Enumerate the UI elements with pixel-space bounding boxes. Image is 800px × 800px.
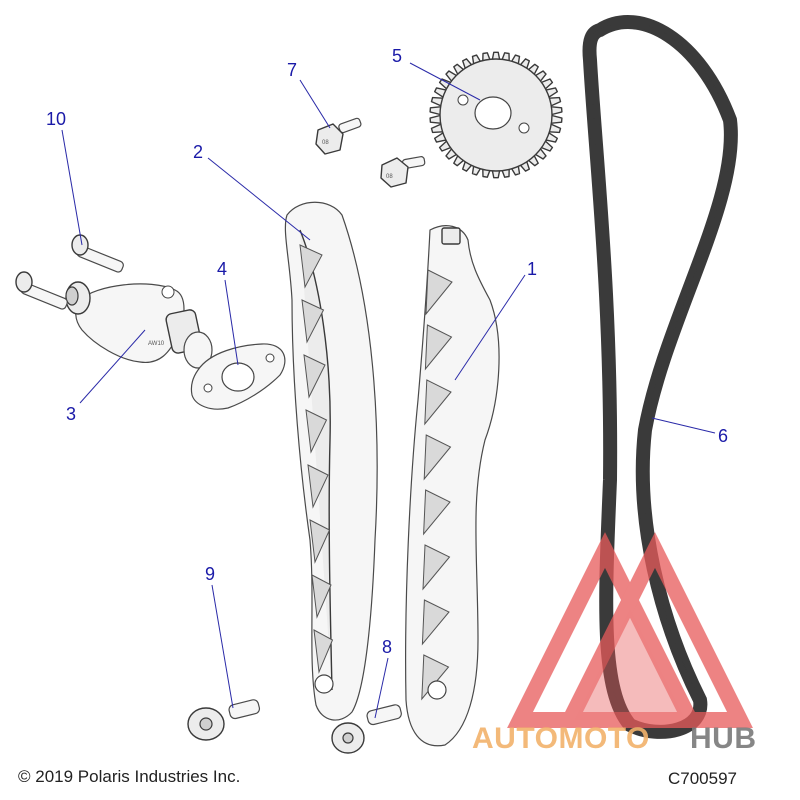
watermark-brand-part-1: AUTOMOTO: [472, 722, 650, 755]
svg-text:08: 08: [322, 140, 329, 146]
fixed-guide-rib: [423, 489, 451, 536]
callout-3: 3: [66, 404, 76, 424]
fixed-guide-rib: [425, 269, 453, 316]
sprocket-bolt-lower: 08: [380, 156, 426, 188]
tensioner-bolt-lower: [15, 271, 68, 310]
chain-tensioner-guide: [284, 201, 378, 721]
callout-10: 10: [46, 109, 66, 129]
chain-tensioner: AW10: [65, 281, 213, 369]
leader-lines: [61, 62, 716, 719]
tensioner-guide-rib: [313, 629, 334, 674]
tensioner-guide-rib: [301, 299, 325, 344]
callout-5: 5: [392, 46, 402, 66]
callout-8: 8: [382, 637, 392, 657]
tensioner-gasket: [190, 343, 286, 410]
sprocket-bolt-upper: 08: [315, 117, 362, 155]
copyright-notice: © 2019 Polaris Industries Inc.: [18, 767, 240, 786]
guide-pivot-bolt-right: [331, 704, 402, 754]
callout-2: 2: [193, 142, 203, 162]
callout-1: 1: [527, 259, 537, 279]
guide-pivot-bolt-left: [187, 699, 261, 741]
watermark-text: AUTOMOTO HUB: [472, 722, 757, 755]
tensioner-bolt-upper: [71, 234, 124, 273]
callout-6: 6: [718, 426, 728, 446]
svg-text:AW10: AW10: [148, 341, 165, 347]
figure-code: C700597: [668, 769, 737, 788]
watermark-brand-part-2: HUB: [690, 722, 757, 755]
fixed-guide-rib: [422, 544, 451, 591]
tensioner-guide-rib: [303, 354, 326, 399]
callout-9: 9: [205, 564, 215, 584]
tensioner-guide-rib: [307, 464, 329, 509]
callout-7: 7: [287, 60, 297, 80]
chain-fixed-guide: [405, 225, 500, 747]
fixed-guide-rib: [424, 324, 453, 371]
tensioner-guide-rib: [311, 574, 332, 619]
fixed-guide-rib: [421, 599, 450, 646]
callout-labels: 1 2 3 4 5 6 7 8 9 10: [46, 46, 728, 657]
fixed-guide-rib: [424, 379, 452, 426]
callout-4: 4: [217, 259, 227, 279]
cam-sprocket: [429, 51, 563, 179]
tensioner-guide-rib: [299, 244, 323, 289]
svg-text:08: 08: [386, 174, 393, 180]
tensioner-guide-rib: [305, 409, 328, 454]
fixed-guide-rib: [423, 434, 452, 481]
tensioner-guide-rib: [309, 519, 331, 564]
watermark-logo: [507, 532, 753, 728]
